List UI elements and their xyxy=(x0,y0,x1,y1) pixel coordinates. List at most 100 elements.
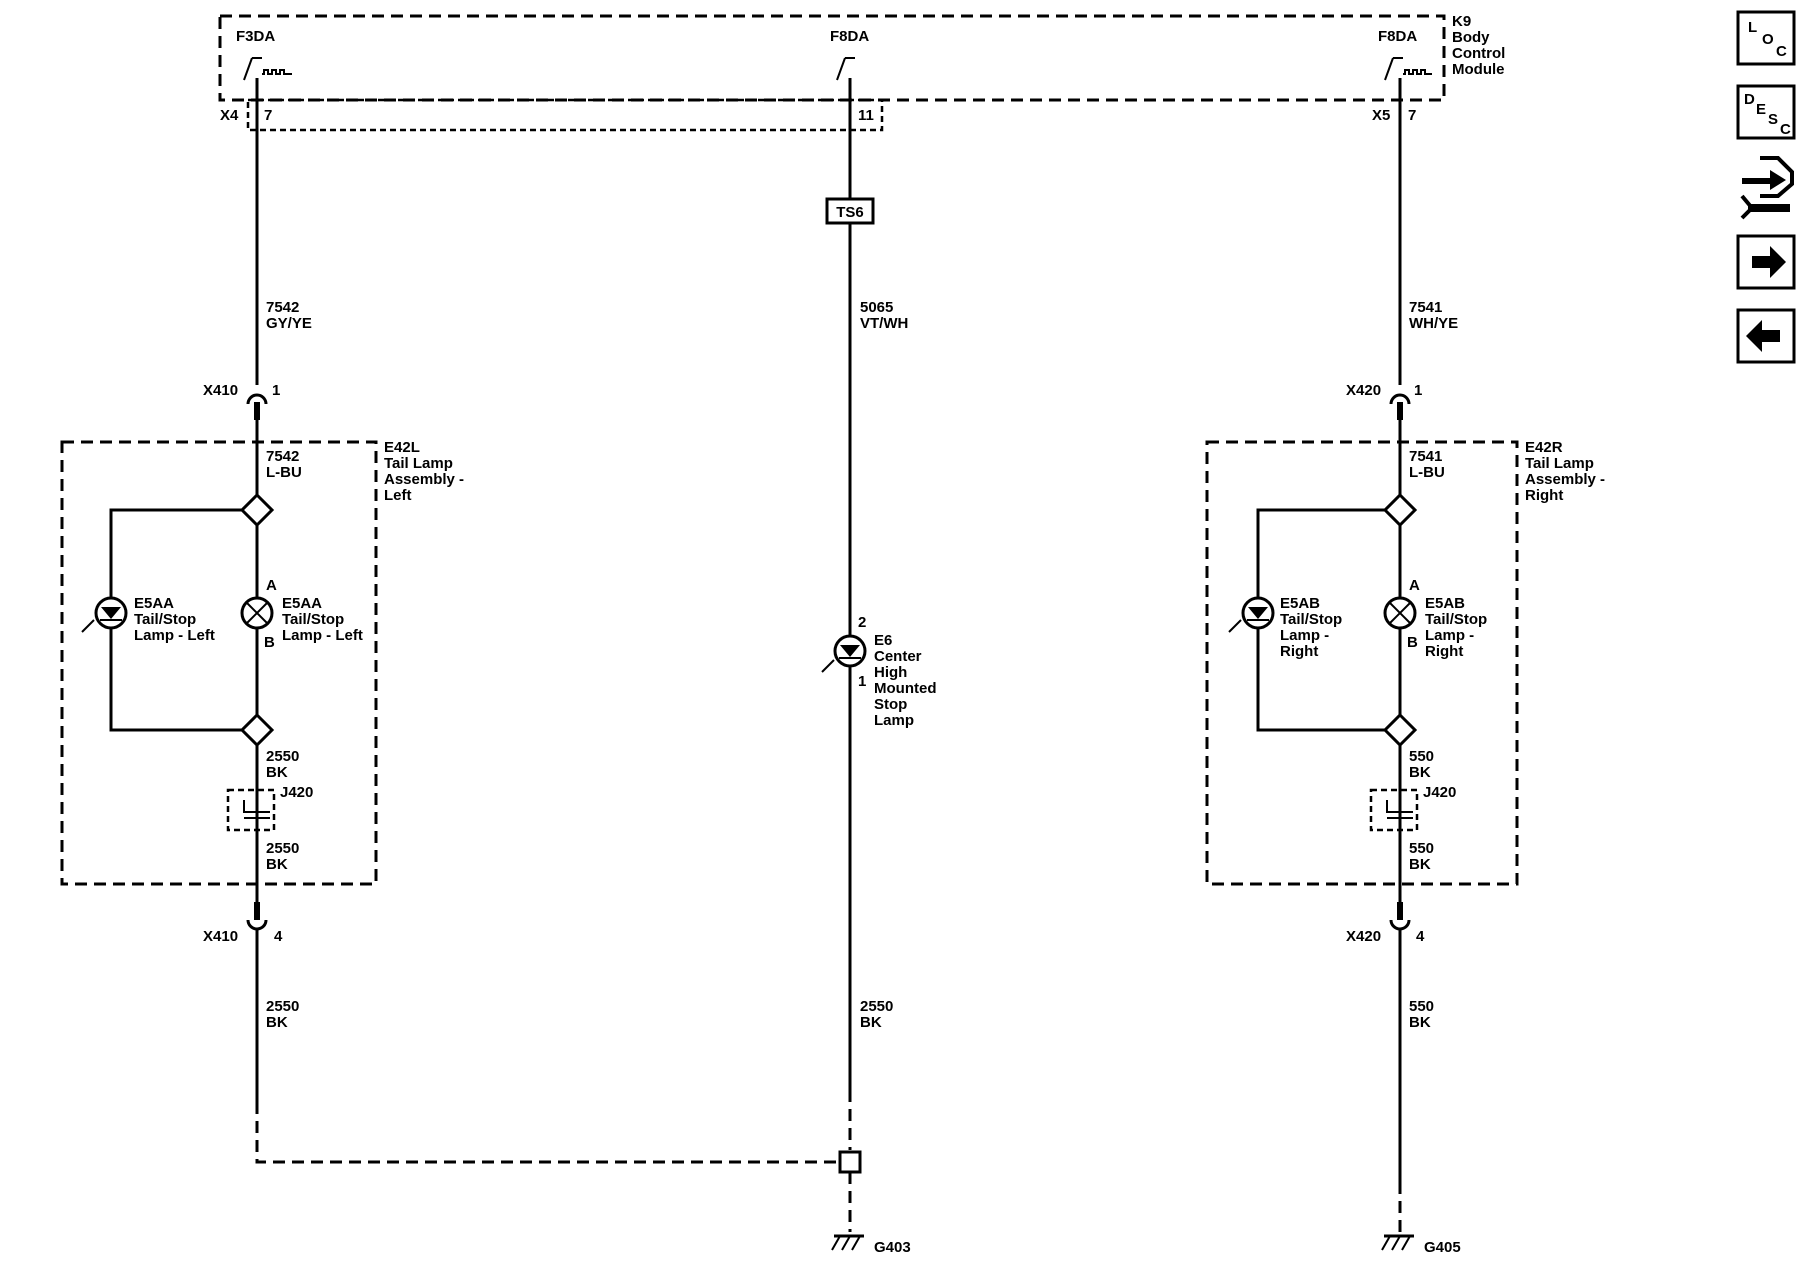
bcm-center-circuit: F8DA xyxy=(830,28,869,45)
wire-right-ground-2-circuit: 550 xyxy=(1409,840,1434,857)
center-lamp-line-4: Stop xyxy=(874,696,907,713)
wire-center-upper-color: VT/WH xyxy=(860,315,908,332)
right-assembly-ref: E42R xyxy=(1525,439,1563,456)
left-assembly-ref: E42L xyxy=(384,439,420,456)
wire-right-ground-2-color: BK xyxy=(1409,856,1431,873)
right-assembly-name-2: Assembly - xyxy=(1525,471,1605,488)
description-letter-c: C xyxy=(1780,121,1791,138)
wire-left-ground-3-color: BK xyxy=(266,1014,288,1031)
left-jumper-symbol xyxy=(243,800,270,819)
center-lamp-pin-bottom: 1 xyxy=(858,673,866,690)
left-led-ref: E5AA xyxy=(134,595,174,612)
wire-right-ground-1-circuit: 550 xyxy=(1409,748,1434,765)
right-bulb-line-1: Tail/Stop xyxy=(1425,611,1487,628)
wire-left-ground-1-circuit: 2550 xyxy=(266,748,299,765)
left-assembly-name-3: Left xyxy=(384,487,412,504)
center-lamp-line-5: Lamp xyxy=(874,712,914,729)
connector-x420-bottom-ref: X420 xyxy=(1346,928,1381,945)
description-button[interactable]: D E S C xyxy=(1736,84,1796,140)
connector-tool-button[interactable] xyxy=(1740,156,1794,220)
wire-right-upper-circuit: 7541 xyxy=(1409,299,1442,316)
bcm-left-switch-symbol xyxy=(243,57,262,81)
splice-left-bottom xyxy=(239,712,275,748)
right-led-ref: E5AB xyxy=(1280,595,1320,612)
bcm-right-switch-symbol xyxy=(1384,57,1403,81)
wire-left-upper-color: GY/YE xyxy=(266,315,312,332)
bcm-right-circuit: F8DA xyxy=(1378,28,1417,45)
nav-toolbar: L O C D E S C xyxy=(1736,10,1796,364)
right-bulb-ref: E5AB xyxy=(1425,595,1465,612)
right-assembly-name-3: Right xyxy=(1525,487,1563,504)
connector-x410-top-ref: X410 xyxy=(203,382,238,399)
right-assembly-name-1: Tail Lamp xyxy=(1525,455,1594,472)
bcm-name-line-2: Control xyxy=(1452,45,1505,62)
connector-x420-top-symbol xyxy=(1389,393,1411,405)
bcm-right-pin: 7 xyxy=(1408,107,1416,124)
connector-x410-bottom-pin-symbol xyxy=(254,902,260,920)
right-led-light-rays-icon xyxy=(1228,619,1242,633)
left-led-line-1: Tail/Stop xyxy=(134,611,196,628)
center-lamp-ref: E6 xyxy=(874,632,892,649)
connector-x410-bottom-ref: X410 xyxy=(203,928,238,945)
wire-center-upper-circuit: 5065 xyxy=(860,299,893,316)
wire-left-ground-1-color: BK xyxy=(266,764,288,781)
right-led-diode-icon xyxy=(1248,607,1268,619)
test-point-label: TS6 xyxy=(836,204,864,221)
wire-left-internal-circuit: 7542 xyxy=(266,448,299,465)
bcm-connector-x4-outline xyxy=(246,98,884,132)
left-bulb-pin-b: B xyxy=(264,634,275,651)
left-led-line-2: Lamp - Left xyxy=(134,627,215,644)
wire-left-ground-2-color: BK xyxy=(266,856,288,873)
left-jumper-ref: J420 xyxy=(280,784,313,801)
ground-g403-icon xyxy=(831,1235,861,1251)
connector-x420-top-pin: 1 xyxy=(1414,382,1422,399)
right-jumper-outline xyxy=(1369,788,1419,832)
splice-right-top xyxy=(1382,492,1418,528)
location-letter-c: C xyxy=(1776,43,1787,60)
bcm-left-circuit: F3DA xyxy=(236,28,275,45)
connector-x410-top-pin: 1 xyxy=(272,382,280,399)
center-lamp-pin-top: 2 xyxy=(858,614,866,631)
left-bulb-pin-a: A xyxy=(266,577,277,594)
wire-right-ground-3-color: BK xyxy=(1409,1014,1431,1031)
right-jumper-symbol xyxy=(1386,800,1413,819)
right-assembly-outline xyxy=(1205,440,1519,886)
ground-g405-icon xyxy=(1381,1235,1411,1251)
right-circuit: 7541 WH/YE X420 1 E42R Tail Lamp Assembl… xyxy=(1205,78,1605,1256)
next-page-button[interactable] xyxy=(1736,234,1796,290)
right-bulb-pin-b: B xyxy=(1407,634,1418,651)
description-letter-d: D xyxy=(1744,91,1755,108)
left-led-diode-icon xyxy=(101,607,121,619)
wire-right-upper-color: WH/YE xyxy=(1409,315,1458,332)
bcm-name-line-3: Module xyxy=(1452,61,1505,78)
right-led-line-3: Right xyxy=(1280,643,1318,660)
center-high-mount-stop-lamp: 2 1 E6 Center High Mounted Stop Lamp xyxy=(821,614,936,729)
bcm-ref: K9 xyxy=(1452,13,1471,30)
wire-left-ground-3-circuit: 2550 xyxy=(266,998,299,1015)
ground-g405-label: G405 xyxy=(1424,1239,1461,1256)
left-jumper-outline xyxy=(226,788,276,832)
bcm-left-pin: 7 xyxy=(264,107,272,124)
left-bulb-ref: E5AA xyxy=(282,595,322,612)
center-lamp-line-3: Mounted xyxy=(874,680,936,697)
connector-x420-bottom-pin-symbol xyxy=(1397,902,1403,920)
center-led-diode-icon xyxy=(840,645,860,657)
location-letter-o: O xyxy=(1762,31,1774,48)
description-letter-e: E xyxy=(1756,101,1766,118)
location-button[interactable]: L O C xyxy=(1736,10,1796,66)
ground-splice-box xyxy=(838,1150,862,1174)
connector-x410-top-pin-symbol xyxy=(254,402,260,420)
left-bulb-line-1: Tail/Stop xyxy=(282,611,344,628)
body-control-module: K9 Body Control Module F3DA X4 7 F8DA 11… xyxy=(218,13,1505,132)
bcm-left-connector: X4 xyxy=(220,107,239,124)
wire-center-ground-color: BK xyxy=(860,1014,882,1031)
connector-x420-bottom-symbol xyxy=(1389,919,1411,931)
wire-right-internal-color: L-BU xyxy=(1409,464,1445,481)
previous-page-button[interactable] xyxy=(1736,308,1796,364)
connector-x410-bottom-pin: 4 xyxy=(274,928,283,945)
left-led-lamp: E5AA Tail/Stop Lamp - Left xyxy=(81,595,215,644)
right-bulb-line-2: Lamp - xyxy=(1425,627,1474,644)
splice-left-top xyxy=(239,492,275,528)
connector-x420-top-pin-symbol xyxy=(1397,402,1403,420)
bcm-right-connector: X5 xyxy=(1372,107,1390,124)
